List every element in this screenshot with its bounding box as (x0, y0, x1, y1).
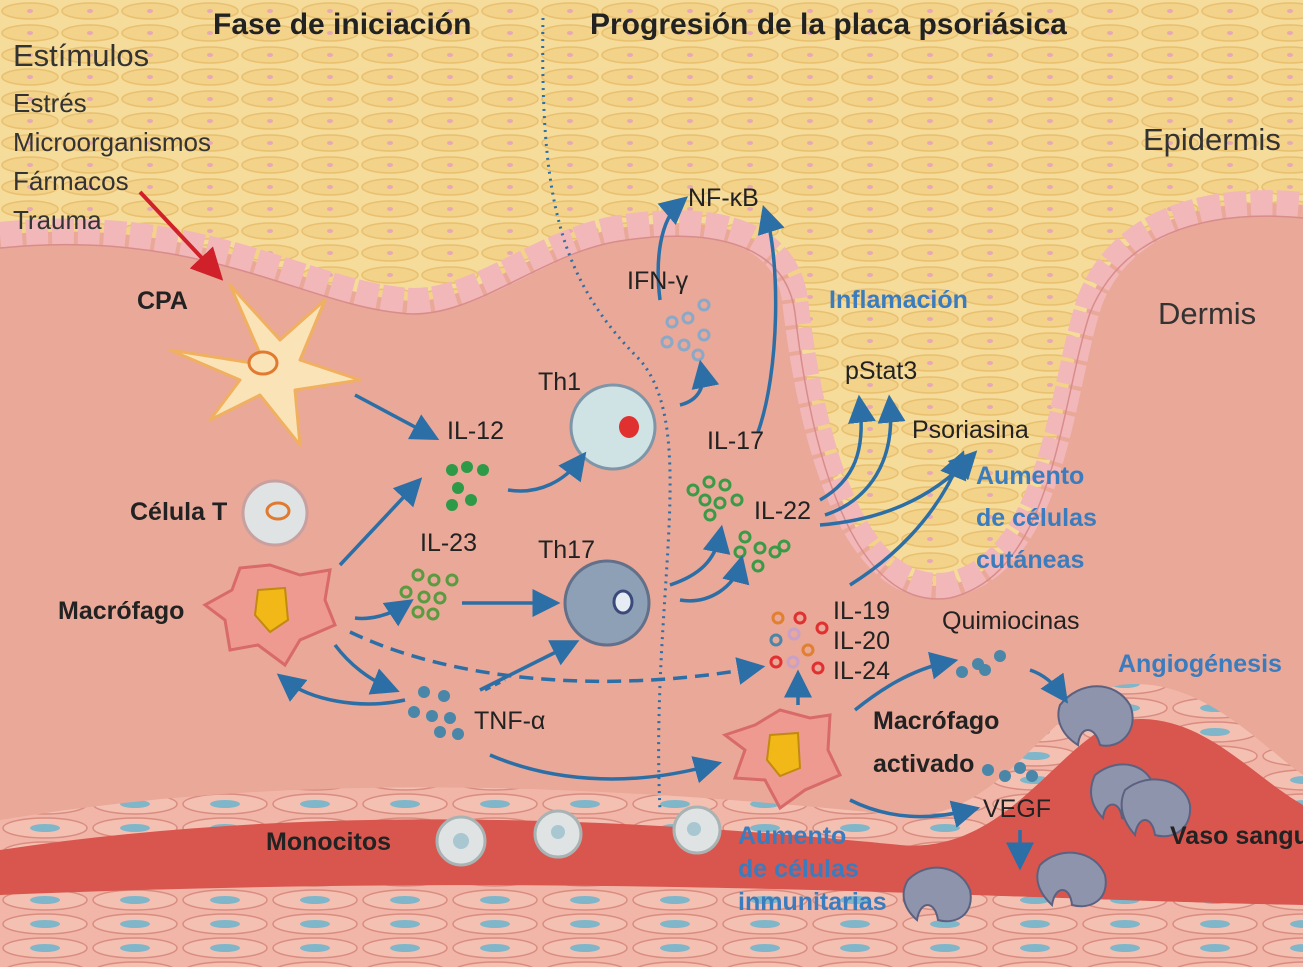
label-chemokines: Quimiocinas (942, 607, 1080, 635)
blood-vessel (0, 718, 1303, 905)
stimuli-list: Estrés Microorganismos Fármacos Trauma (13, 84, 211, 240)
label-il20: IL-20 (833, 627, 890, 655)
epidermis-region (0, 0, 1303, 586)
stimulus-arrow (138, 190, 224, 281)
phase-divider (541, 17, 672, 811)
stimulus-item: Estrés (13, 88, 87, 118)
t-cell (241, 479, 309, 547)
label-il22: IL-22 (754, 497, 811, 525)
il12-dots (446, 461, 489, 511)
label-nfkb: NF-κB (688, 184, 759, 212)
il22-dots (733, 530, 791, 573)
label-tnfa: TNF-α (474, 707, 546, 735)
text-line: Aumento (738, 822, 847, 850)
label-th17: Th17 (538, 536, 595, 564)
stimuli-title: Estímulos (13, 38, 150, 73)
label-il24: IL-24 (833, 657, 890, 685)
label-il23: IL-23 (420, 529, 477, 557)
th1-cell (569, 383, 657, 471)
label-macrophage: Macrófago (58, 597, 185, 625)
chemokine-dots (956, 650, 1006, 678)
signaling-arrows (276, 196, 1069, 871)
label-ifng: IFN-γ (627, 267, 689, 295)
text-line: de células (738, 855, 859, 883)
text-line: cutáneas (976, 546, 1085, 574)
label-t-cell: Célula T (130, 498, 228, 526)
label-vessel: Vaso sanguíneo (1170, 822, 1303, 850)
dashed-arrow (349, 630, 766, 685)
il17-dots (686, 475, 744, 522)
label-il19: IL-19 (833, 597, 890, 625)
label-psoriasin: Psoriasina (912, 416, 1029, 444)
label-dermis: Dermis (1158, 296, 1257, 331)
tnfa-dots (408, 686, 464, 740)
label-immune-cell-increase: Aumento de células inmunitarias (738, 820, 887, 919)
text-line: de células (976, 504, 1097, 532)
heading-initiation: Fase de iniciación (213, 8, 472, 41)
label-angiogenesis: Angiogénesis (1118, 650, 1282, 678)
label-epidermis: Epidermis (1143, 122, 1281, 157)
th17-cell (563, 559, 651, 647)
label-il17: IL-17 (707, 427, 764, 455)
stimulus-item: Fármacos (13, 166, 129, 196)
heading-progression: Progresión de la placa psoriásica (590, 8, 1067, 41)
label-il12: IL-12 (447, 417, 504, 445)
label-monocytes: Monocitos (266, 828, 391, 856)
label-activated-macrophage-2: activado (873, 750, 975, 778)
il19-20-24-dots (769, 611, 829, 675)
label-inflammation: Inflamación (829, 286, 968, 314)
stimulus-item: Microorganismos (13, 127, 211, 157)
label-cpa: CPA (137, 287, 188, 315)
vegf-dots (982, 762, 1038, 782)
text-line: Aumento (976, 462, 1085, 490)
basal-layer (0, 190, 1303, 599)
angiogenesis-cells (902, 685, 1192, 923)
stimulus-item: Trauma (13, 205, 102, 235)
label-vegf: VEGF (983, 795, 1052, 823)
label-skin-cell-increase: Aumento de células cutáneas (976, 455, 1097, 581)
label-pstat3: pStat3 (845, 357, 918, 385)
label-th1: Th1 (538, 368, 582, 396)
label-activated-macrophage-1: Macrófago (873, 707, 1000, 735)
text-line: inmunitarias (738, 888, 887, 916)
